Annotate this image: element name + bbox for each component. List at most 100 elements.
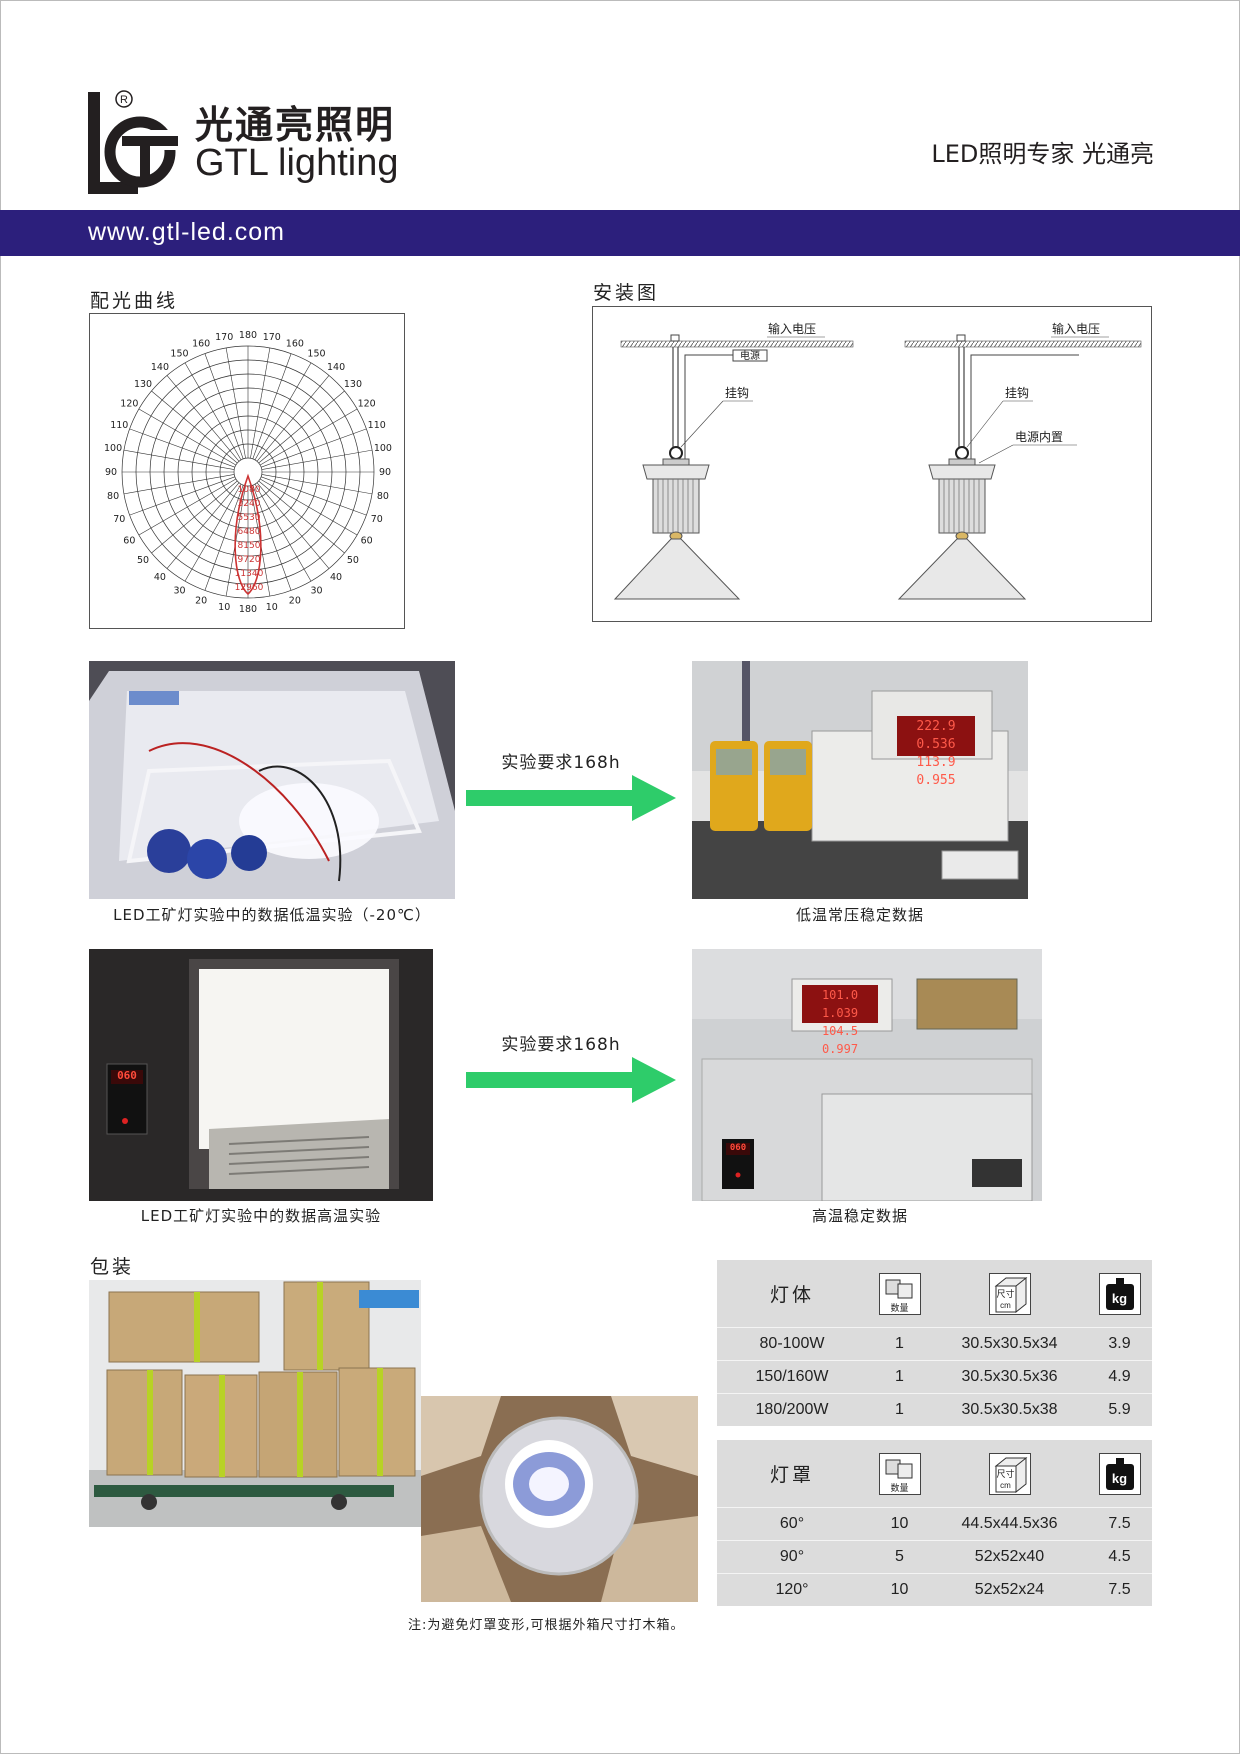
install-power-label: 电源: [740, 349, 760, 362]
polar-spoke: [261, 476, 367, 516]
polar-angle-label: 160: [286, 338, 304, 349]
polar-angle-label: 150: [307, 348, 325, 359]
quantity-icon: 数量: [878, 1272, 921, 1315]
green-arrow-icon: [466, 775, 676, 821]
brand-name-cn: 光通亮照明: [195, 103, 396, 147]
polar-spoke: [250, 347, 271, 459]
polar-spoke: [129, 428, 235, 468]
polar-angle-label: 110: [368, 420, 386, 431]
low-temp-caption: LED工矿灯实验中的数据低温实验（-20℃）: [113, 906, 431, 924]
candela-label: 3240: [238, 499, 261, 509]
install-hook-label-right: 挂钩: [1005, 386, 1029, 400]
table-row: 90° 5 52x52x40 4.5: [717, 1540, 1152, 1573]
table-row: 120° 10 52x52x24 7.5: [717, 1573, 1152, 1606]
weight-icon: kg: [1098, 1272, 1141, 1315]
polar-angle-label: 40: [330, 572, 342, 583]
polar-distribution-curve: [234, 473, 262, 596]
polar-ring: [233, 457, 263, 487]
polar-angle-label: 90: [105, 467, 117, 478]
lamp-body-spec-table: 灯体 数量 尺寸 cm kg 80-100W 1 30.5x30.5x34 3.…: [717, 1260, 1152, 1426]
candela-label: 11340: [235, 569, 264, 579]
polar-angle-label: 100: [374, 443, 392, 454]
website-link[interactable]: www.gtl-led.com: [88, 218, 285, 246]
table-row: 80-100W 1 30.5x30.5x34 3.9: [717, 1327, 1152, 1360]
polar-spoke: [166, 375, 240, 462]
high-temp-test-photo: 060: [89, 949, 433, 1201]
polar-angle-label: 60: [361, 536, 373, 547]
polar-spoke: [204, 485, 244, 591]
table-row: 180/200W 1 30.5x30.5x38 5.9: [717, 1393, 1152, 1426]
polar-angle-label: 50: [347, 555, 359, 566]
low-temp-meter-readout: 222.9 0.536 113.9 0.955: [916, 719, 956, 788]
candela-label: 8150: [238, 541, 261, 551]
high-temp-data-photo: 101.0 1.039 104.5 0.997 060: [692, 949, 1042, 1201]
polar-spoke: [138, 478, 237, 536]
polar-angle-label: 80: [377, 491, 389, 502]
polar-angle-label: 30: [173, 586, 185, 597]
registered-mark: R: [120, 94, 128, 106]
polar-angle-label: 120: [120, 399, 138, 410]
install-voltage-label-right: 输入电压: [1052, 321, 1100, 336]
polar-spoke: [252, 353, 292, 459]
gtl-logo: R: [88, 90, 178, 194]
install-voltage-label-left: 输入电压: [768, 321, 816, 336]
install-title: 安装图: [593, 282, 660, 304]
polar-angle-label: 120: [358, 399, 376, 410]
polar-angle-label: 90: [379, 467, 391, 478]
polar-angle-label: 20: [289, 596, 301, 607]
polar-spoke: [184, 483, 242, 582]
lamp-body-header: 灯体: [769, 1284, 814, 1306]
packed-boxes-photo: [89, 1280, 421, 1527]
polar-angle-label: 130: [344, 379, 362, 390]
high-temp-caption: LED工矿灯实验中的数据高温实验: [140, 1207, 382, 1225]
packaging-footnote: 注:为避免灯罩变形,可根据外箱尺寸打木箱。: [408, 1618, 685, 1633]
high-temp-meter-readout: 101.0 1.039 104.5 0.997: [821, 988, 859, 1056]
low-temp-data-caption: 低温常压稳定数据: [795, 906, 924, 924]
high-temp-data-caption: 高温稳定数据: [811, 1207, 908, 1225]
lamp-shade-header: 灯罩: [769, 1464, 814, 1486]
candela-label: 12960: [235, 583, 264, 593]
polar-angle-label: 140: [327, 362, 345, 373]
polar-angle-label: 30: [310, 586, 322, 597]
brand-name-en: GTL lighting: [195, 142, 399, 184]
candela-label: 5530: [238, 513, 261, 523]
green-arrow-icon: [466, 1057, 676, 1103]
polar-spoke: [204, 353, 244, 459]
polar-angle-top: 180: [239, 330, 257, 341]
polar-angle-label: 80: [107, 491, 119, 502]
install-right-lamp: 输入电压 挂钩 电源内置: [897, 321, 1142, 600]
install-builtin-power-label: 电源内置: [1015, 430, 1063, 444]
polar-angle-label: 70: [113, 514, 125, 525]
oven-display-left: 060: [117, 1069, 137, 1082]
install-left-lamp: 电源 输入电压 挂钩: [613, 321, 854, 600]
polar-spoke: [254, 483, 312, 582]
polar-spoke: [151, 390, 238, 464]
polar-angle-label: 110: [110, 420, 128, 431]
polar-angle-label: 50: [137, 555, 149, 566]
polar-spoke: [138, 408, 237, 466]
size-icon: 尺寸 cm: [988, 1452, 1031, 1495]
polar-angle-bottom: 180: [239, 604, 257, 615]
polar-spoke: [225, 347, 246, 459]
install-svg: 电源 输入电压 挂钩 输入电压 挂钩: [613, 321, 1142, 600]
polar-title: 配光曲线: [90, 290, 179, 312]
lamp-shade-header-row: 灯罩 数量 尺寸 cm kg: [717, 1440, 1152, 1507]
polar-angle-label: 70: [371, 514, 383, 525]
candela-label: 9720: [238, 555, 261, 565]
packed-shade-photo: [421, 1396, 698, 1602]
quantity-icon: 数量: [878, 1452, 921, 1495]
table-row: 150/160W 1 30.5x30.5x36 4.9: [717, 1360, 1152, 1393]
test-arrow-2: 实验要求168h: [466, 1030, 681, 1107]
test-arrow-2-label: 实验要求168h: [501, 1035, 621, 1055]
polar-spoke: [258, 480, 345, 554]
polar-spoke: [123, 474, 235, 495]
polar-angle-label: 10: [266, 602, 278, 613]
polar-spoke: [252, 485, 292, 591]
polar-angle-label: 100: [104, 443, 122, 454]
test-arrow-1: 实验要求168h: [466, 748, 681, 825]
polar-angle-label: 140: [151, 362, 169, 373]
install-diagram: 电源 输入电压 挂钩 输入电压 挂钩: [592, 306, 1152, 622]
polar-spoke: [256, 482, 330, 569]
polar-angle-label: 170: [263, 332, 281, 343]
polar-angle-label: 20: [195, 596, 207, 607]
